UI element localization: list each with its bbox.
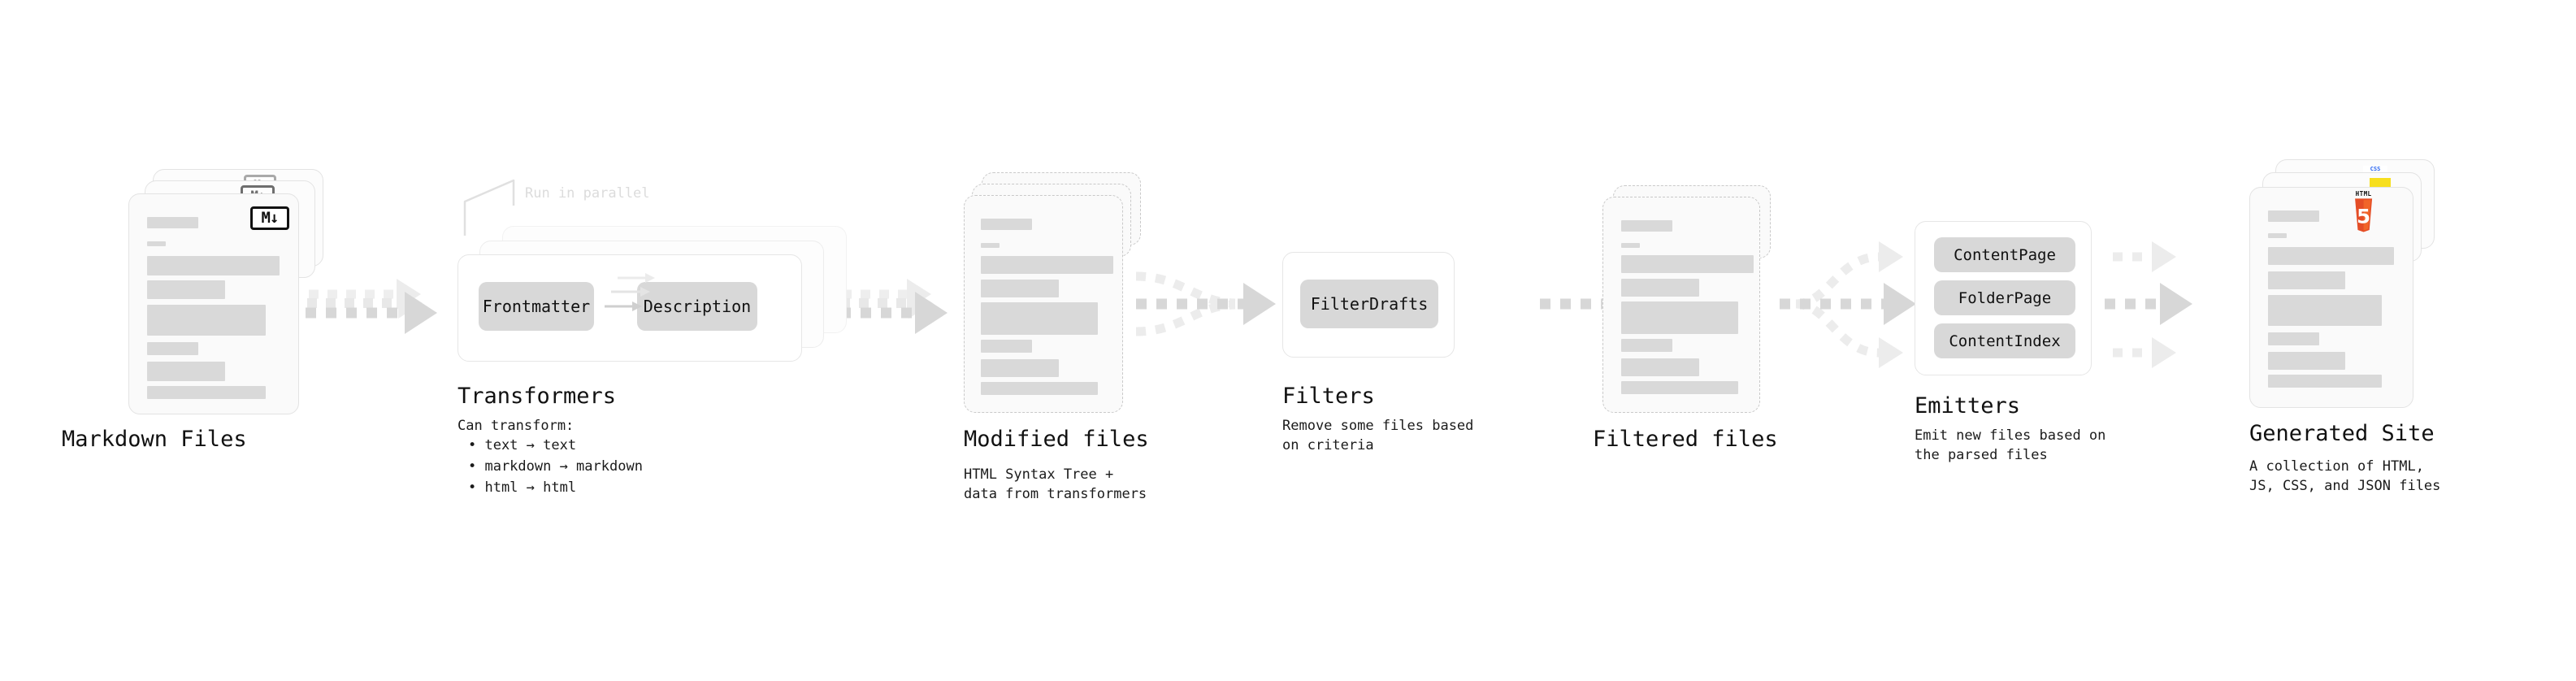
arrow-markdown-to-transformers xyxy=(306,279,437,334)
skeleton-line xyxy=(1621,255,1754,273)
transformers-bullet-1: • text → text xyxy=(468,437,577,453)
filter-chip-filterdrafts[interactable]: FilterDrafts xyxy=(1300,280,1438,328)
skeleton-subtitle xyxy=(981,243,1000,248)
filters-title: Filters xyxy=(1282,384,1375,409)
arrow-filtered-to-emitters xyxy=(1780,241,1916,368)
emitter-chip-folderpage[interactable]: FolderPage xyxy=(1934,280,2075,315)
skeleton-line xyxy=(981,359,1059,377)
skeleton-line xyxy=(981,340,1032,353)
transformers-title: Transformers xyxy=(458,384,617,409)
markdown-badge: M↓ xyxy=(250,206,289,230)
skeleton-line xyxy=(147,386,266,399)
skeleton-line xyxy=(147,362,225,381)
emitter-chip-contentpage[interactable]: ContentPage xyxy=(1934,237,2075,272)
arrow-modified-to-filters xyxy=(1135,271,1276,336)
filters-desc: Remove some files based on criteria xyxy=(1282,418,1474,453)
skeleton-line xyxy=(981,302,1098,335)
skeleton-subtitle xyxy=(147,241,166,246)
emitter-chip-contentindex[interactable]: ContentIndex xyxy=(1934,323,2075,358)
skeleton-line xyxy=(147,305,266,336)
modified-files-desc: HTML Syntax Tree + data from transformer… xyxy=(964,466,1147,502)
skeleton-line xyxy=(1621,279,1699,297)
skeleton-subtitle xyxy=(1621,243,1640,248)
skeleton-title xyxy=(2268,210,2319,222)
transformers-desc: Can transform: xyxy=(458,418,575,434)
skeleton-title xyxy=(147,217,198,228)
emitters-title: Emitters xyxy=(1915,393,2021,419)
transformers-bullet-2: • markdown → markdown xyxy=(468,458,643,475)
skeleton-title xyxy=(981,219,1032,230)
skeleton-line xyxy=(981,256,1113,274)
skeleton-title xyxy=(1621,220,1672,232)
filtered-files-title: Filtered files xyxy=(1593,427,1778,452)
site-card-front[interactable] xyxy=(2249,187,2413,408)
skeleton-line xyxy=(1621,358,1699,376)
transformers-bullet-3: • html → html xyxy=(468,479,577,496)
modified-files-title: Modified files xyxy=(964,427,1149,452)
emitters-desc: Emit new files based on the parsed files xyxy=(1915,427,2106,463)
skeleton-line xyxy=(981,382,1098,395)
filtered-card-front[interactable] xyxy=(1602,197,1760,413)
run-in-parallel-label: Run in parallel xyxy=(525,185,650,202)
skeleton-line xyxy=(2268,332,2319,345)
skeleton-line xyxy=(2268,375,2382,388)
skeleton-line xyxy=(2268,352,2345,370)
markdown-card-front[interactable] xyxy=(128,193,299,414)
generated-site-title: Generated Site xyxy=(2249,421,2435,446)
transformer-chip-description[interactable]: Description xyxy=(637,282,757,331)
markdown-files-title: Markdown Files xyxy=(62,427,247,452)
skeleton-subtitle xyxy=(2268,233,2287,238)
skeleton-line xyxy=(147,342,198,355)
skeleton-line xyxy=(2268,271,2345,289)
skeleton-line xyxy=(147,256,280,275)
arrow-emitters-to-site xyxy=(2105,241,2192,368)
generated-site-desc: A collection of HTML, JS, CSS, and JSON … xyxy=(2249,458,2441,494)
modified-card-front[interactable] xyxy=(964,195,1123,413)
skeleton-line xyxy=(981,280,1059,297)
skeleton-line xyxy=(1621,339,1672,352)
transformer-chip-frontmatter[interactable]: Frontmatter xyxy=(479,282,594,331)
skeleton-line xyxy=(1621,381,1738,394)
skeleton-line xyxy=(147,280,225,299)
skeleton-line xyxy=(1621,301,1738,334)
skeleton-line xyxy=(2268,247,2394,265)
skeleton-line xyxy=(2268,295,2382,326)
